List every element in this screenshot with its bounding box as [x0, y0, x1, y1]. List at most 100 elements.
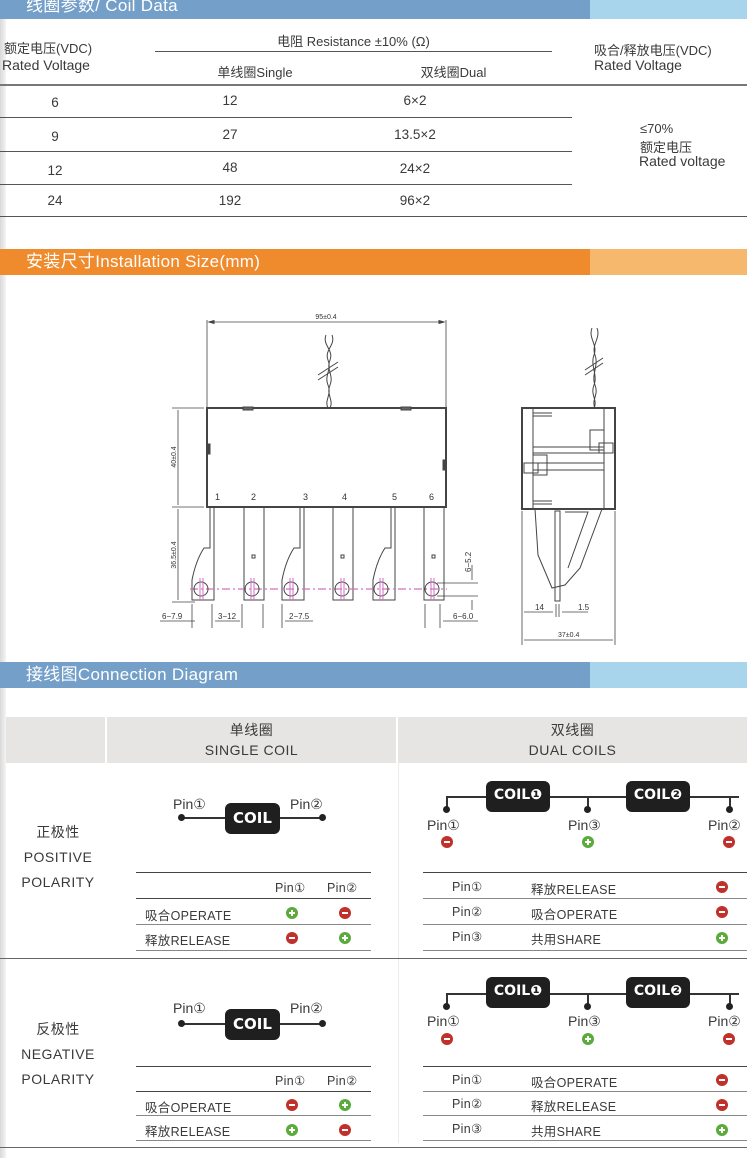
minus-icon [716, 1074, 728, 1086]
pin1-label: Pin① [173, 1000, 206, 1016]
section-bar-installation: 安装尺寸Installation Size(mm) [0, 249, 747, 275]
table-bottom-rule [0, 216, 747, 217]
polarity-en2: POLARITY [21, 1071, 95, 1087]
row-pin: Pin③ [452, 1122, 483, 1136]
terminal-dot [178, 814, 185, 821]
col-header-resistance: 电阻 Resistance ±10% (Ω) [277, 34, 430, 49]
section-bar-connection: 接线图Connection Diagram [0, 662, 747, 688]
plus-icon [582, 836, 594, 848]
table-rule [423, 1115, 747, 1116]
cell-voltage: 6 [51, 95, 59, 110]
installation-drawing: 95±0.4 40±0.4 36.5±0.4 1 2 3 4 5 6 6−7.9… [160, 314, 616, 645]
cell-voltage: 24 [47, 193, 63, 208]
wire [729, 993, 731, 1007]
block-divider [0, 958, 747, 959]
wire [587, 993, 589, 1007]
pickup-en: Rated voltage [639, 153, 726, 169]
col-pin2: Pin② [327, 881, 358, 895]
row-label: 释放RELEASE [531, 883, 617, 897]
table-rule [423, 1066, 747, 1067]
section-bar-coil-data: 线圈参数/ Coil Data [0, 0, 747, 19]
pins [191, 506, 445, 601]
dim-height: 40±0.4 [171, 446, 178, 467]
plus-icon [339, 932, 351, 944]
table-rule [423, 1091, 747, 1092]
minus-icon [339, 907, 351, 919]
table-rule [136, 898, 371, 899]
table-rule [423, 924, 747, 925]
col-header-pickup-cn: 吸合/释放电压(VDC) [594, 43, 712, 58]
row-pin: Pin① [452, 880, 483, 894]
section-title-coil-data: 线圈参数/ Coil Data [0, 0, 590, 19]
row-label: 共用SHARE [531, 1125, 602, 1139]
table-rule [423, 1140, 747, 1141]
cell-single: 48 [222, 160, 238, 175]
dim-width: 95±0.4 [315, 314, 336, 321]
row-pin: Pin③ [452, 930, 483, 944]
section-title-connection: 接线图Connection Diagram [0, 662, 590, 688]
pin3-label: Pin③ [568, 1013, 601, 1029]
table-rule [136, 950, 371, 951]
plus-icon [716, 1124, 728, 1136]
plus-icon [286, 907, 298, 919]
pin-number: 6 [429, 492, 434, 502]
plus-icon [716, 932, 728, 944]
terminal-dot [584, 1003, 591, 1010]
head-dual-coil: 双线圈 DUAL COILS [398, 717, 747, 763]
plus-icon [286, 1124, 298, 1136]
head-blank-cell [6, 717, 105, 763]
cell-single: 192 [218, 193, 242, 208]
pin3-label: Pin③ [568, 817, 601, 833]
coil-box: COIL [225, 1009, 280, 1040]
cell-voltage: 12 [47, 163, 63, 178]
minus-icon [441, 836, 453, 848]
column-separator [398, 763, 399, 1143]
section-bar-accent [590, 249, 747, 275]
table-header-rule [0, 84, 747, 86]
minus-icon [286, 1099, 298, 1111]
row-pin: Pin② [452, 1097, 483, 1111]
coil-box: COIL [225, 803, 280, 834]
dim-a: 6−7.9 [162, 612, 183, 621]
row-divider [0, 117, 572, 118]
row-pin: Pin① [452, 1073, 483, 1087]
table-rule [423, 872, 747, 873]
col-pin2: Pin② [327, 1074, 358, 1088]
terminal-dot [443, 806, 450, 813]
pin-numbers: 1 2 3 4 5 6 [215, 492, 434, 502]
table-rule [136, 1091, 371, 1092]
pin1-label: Pin① [173, 796, 206, 812]
front-view [160, 319, 478, 628]
table-rule [136, 872, 371, 873]
pin-number: 2 [251, 492, 256, 502]
coil2-box: COIL❷ [626, 781, 690, 812]
plus-icon [582, 1033, 594, 1045]
minus-icon [723, 836, 735, 848]
dim-e: 6−6.0 [453, 612, 474, 621]
cell-dual: 13.5×2 [394, 127, 436, 142]
col-header-voltage-en: Rated Voltage [2, 57, 90, 73]
row-label: 吸合OPERATE [531, 1076, 618, 1090]
cell-dual: 6×2 [403, 93, 427, 108]
head-single-coil: 单线圈 SINGLE COIL [107, 717, 396, 763]
pin2-label: Pin② [290, 1000, 323, 1016]
cell-dual: 24×2 [399, 161, 431, 176]
cell-single: 27 [222, 127, 238, 142]
head-dual-en: DUAL COILS [528, 742, 617, 758]
dim-d: 6−5.2 [464, 551, 473, 572]
table-rule [136, 924, 371, 925]
row-label: 共用SHARE [531, 933, 602, 947]
row-divider [0, 151, 572, 152]
cell-voltage: 9 [51, 129, 59, 144]
polarity-label: 正极性 POSITIVE POLARITY [8, 820, 108, 895]
wire [446, 796, 448, 810]
terminal-dot [726, 806, 733, 813]
polarity-label: 反极性 NEGATIVE POLARITY [8, 1017, 108, 1092]
pin1-label: Pin① [427, 1013, 460, 1029]
dim-pin-length: 36.5±0.4 [171, 541, 178, 568]
polarity-cn: 反极性 [36, 1021, 80, 1037]
polarity-en1: NEGATIVE [21, 1046, 95, 1062]
terminal-dot [319, 1020, 326, 1027]
pin1-label: Pin① [427, 817, 460, 833]
minus-icon [716, 906, 728, 918]
